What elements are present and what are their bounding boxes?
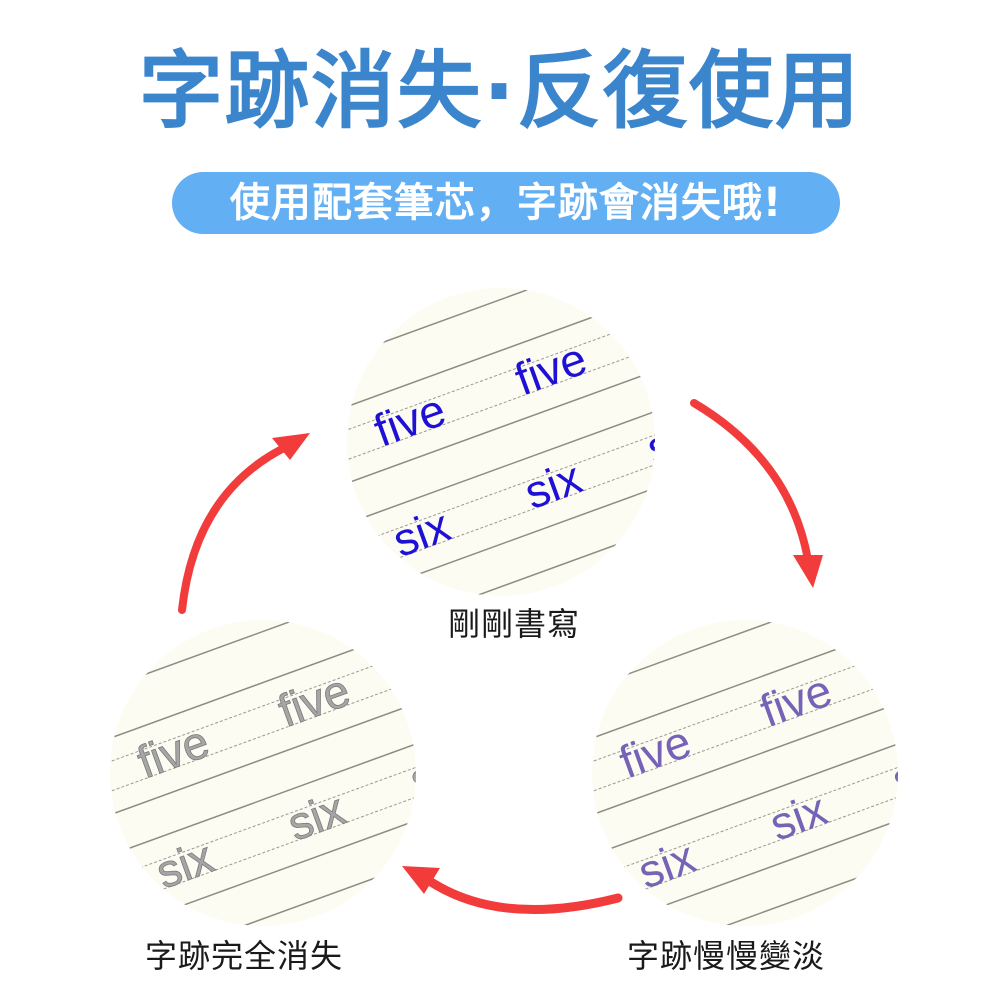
stage-fading-image: e five five six six si bbox=[592, 620, 898, 926]
stage-label-fading: 字跡慢慢變淡 bbox=[627, 937, 826, 975]
curved-arrow-icon bbox=[402, 866, 623, 915]
stage-label-just-written: 剛剛書寫 bbox=[448, 605, 581, 643]
page-title: 字跡消失·反復使用 bbox=[139, 42, 861, 140]
curved-arrow-icon bbox=[690, 399, 823, 588]
notebook-lines-graphic: e five five six six si bbox=[592, 620, 898, 926]
stage-label-vanished: 字跡完全消失 bbox=[145, 937, 344, 975]
notebook-lines-graphic: e five five six six si bbox=[110, 620, 416, 926]
stage-just-written-image: e five five six six s bbox=[347, 288, 655, 596]
subtitle-banner: 使用配套筆芯，字跡會消失哦! bbox=[172, 172, 840, 234]
notebook-lines-graphic: e five five six six s bbox=[347, 288, 655, 596]
stage-vanished-image: e five five six six si bbox=[110, 620, 416, 926]
curved-arrow-icon bbox=[178, 433, 310, 614]
